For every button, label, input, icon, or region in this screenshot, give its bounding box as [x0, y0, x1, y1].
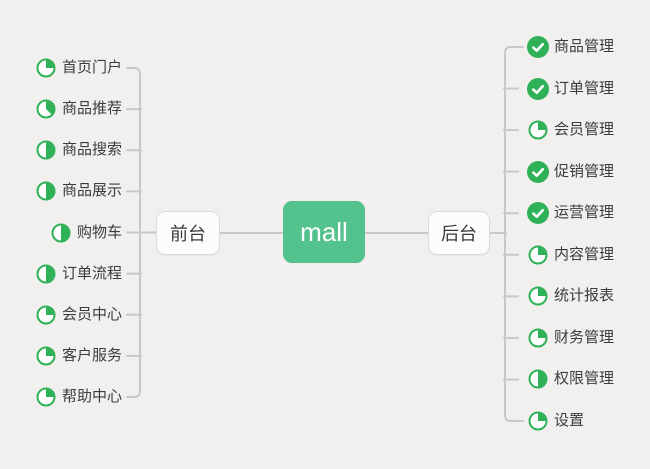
- progress-25-icon: [528, 120, 548, 140]
- task-done-icon: [527, 160, 549, 183]
- progress-25-icon: [36, 346, 56, 366]
- item-label: 商品推荐: [61, 100, 122, 118]
- item-label: 财务管理: [554, 328, 615, 346]
- item-label: 运营管理: [554, 204, 615, 222]
- item-label: 商品展示: [61, 182, 122, 200]
- frontend-item-5[interactable]: 订单流程: [35, 263, 122, 285]
- backend-item-4[interactable]: 运营管理: [527, 202, 615, 225]
- progress-25-icon: [36, 387, 56, 407]
- progress-50-icon: [36, 181, 56, 201]
- progress-25-icon: [528, 411, 548, 431]
- progress-50-icon: [36, 140, 56, 160]
- task-done-icon: [527, 36, 549, 58]
- backend-item-7[interactable]: 财务管理: [527, 327, 614, 349]
- backend-item-3[interactable]: 促销管理: [527, 160, 615, 183]
- backend-item-6[interactable]: 统计报表: [527, 285, 614, 307]
- frontend-item-2[interactable]: 商品搜索: [35, 139, 122, 161]
- backend-item-9[interactable]: 设置: [527, 410, 584, 432]
- progress-25-icon: [528, 328, 548, 348]
- backend-item-5[interactable]: 内容管理: [527, 244, 614, 266]
- item-label: 客户服务: [61, 346, 122, 364]
- branch-node-frontend[interactable]: 前台: [156, 211, 220, 255]
- item-label: 订单管理: [554, 79, 615, 97]
- progress-25-icon: [528, 286, 548, 306]
- item-label: 统计报表: [554, 287, 615, 305]
- item-label: 设置: [554, 412, 585, 429]
- frontend-item-4[interactable]: 购物车: [50, 222, 122, 244]
- item-label: 会员管理: [554, 121, 615, 139]
- root-node-label: mall: [300, 216, 348, 247]
- progress-50-icon: [36, 264, 56, 284]
- item-label: 商品管理: [554, 38, 615, 55]
- item-label: 帮助中心: [61, 388, 122, 405]
- item-label: 权限管理: [554, 370, 615, 388]
- item-label: 首页门户: [61, 59, 122, 76]
- frontend-item-1[interactable]: 商品推荐: [35, 98, 122, 120]
- item-label: 会员中心: [61, 305, 122, 323]
- backend-item-0[interactable]: 商品管理: [527, 36, 614, 58]
- progress-50-icon: [528, 369, 548, 389]
- backend-item-8[interactable]: 权限管理: [527, 368, 614, 390]
- branch-node-frontend-label: 前台: [170, 224, 206, 244]
- frontend-item-7[interactable]: 客户服务: [35, 345, 122, 367]
- frontend-item-8[interactable]: 帮助中心: [35, 386, 122, 408]
- item-label: 促销管理: [554, 162, 615, 180]
- item-label: 购物车: [76, 223, 122, 241]
- progress-25-icon: [36, 305, 56, 325]
- progress-25-icon: [528, 245, 548, 265]
- progress-50-icon: [51, 223, 71, 242]
- progress-38-icon: [36, 99, 56, 119]
- branch-node-backend[interactable]: 后台: [428, 211, 490, 255]
- frontend-item-6[interactable]: 会员中心: [35, 304, 122, 326]
- task-done-icon: [527, 202, 549, 225]
- item-label: 订单流程: [61, 264, 122, 282]
- root-node-mall[interactable]: mall: [283, 201, 365, 263]
- backend-item-2[interactable]: 会员管理: [527, 119, 614, 141]
- item-label: 商品搜索: [61, 141, 122, 159]
- item-label: 内容管理: [554, 245, 615, 263]
- task-done-icon: [527, 77, 549, 100]
- backend-item-1[interactable]: 订单管理: [527, 77, 615, 100]
- progress-25-icon: [36, 58, 56, 78]
- connector-path: [504, 46, 524, 422]
- branch-node-backend-label: 后台: [441, 224, 477, 244]
- frontend-item-0[interactable]: 首页门户: [35, 57, 122, 79]
- frontend-item-3[interactable]: 商品展示: [35, 180, 122, 202]
